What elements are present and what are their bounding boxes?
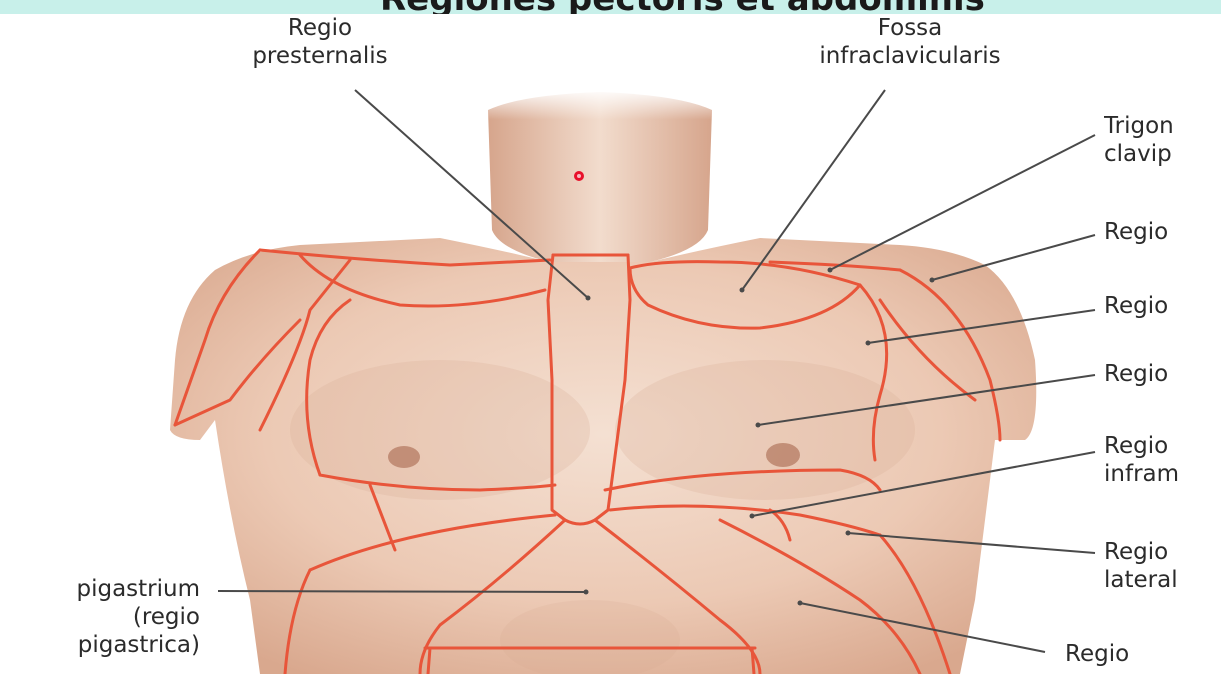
right-nipple	[766, 443, 800, 467]
label-regio-inframammaria: Regio infram	[1104, 432, 1221, 488]
label-line: Regio	[1065, 640, 1221, 668]
label-regio-lateralis: Regio lateral	[1104, 538, 1221, 594]
label-line: pigastrica)	[0, 631, 200, 659]
label-line: Trigon	[1104, 112, 1221, 140]
label-epigastrium: pigastrium (regio pigastrica)	[0, 575, 200, 659]
label-regio-pectoralis: Regio	[1104, 360, 1221, 388]
label-line: Regio	[1104, 538, 1221, 566]
label-regio-hypochondriaca: Regio	[1065, 640, 1221, 668]
label-regio-axillaris: Regio	[1104, 292, 1221, 320]
label-line: Regio	[1104, 360, 1221, 388]
label-line: Regio	[1104, 432, 1221, 460]
label-line: infram	[1104, 460, 1221, 488]
label-line: infraclavicularis	[760, 42, 1060, 70]
label-line: pigastrium	[0, 575, 200, 603]
label-line: Regio	[210, 14, 430, 42]
label-line: lateral	[1104, 566, 1221, 594]
label-line: presternalis	[210, 42, 430, 70]
left-nipple	[388, 446, 420, 468]
label-line: Regio	[1104, 218, 1221, 246]
label-line: (regio	[0, 603, 200, 631]
label-regio-presternalis: Regio presternalis	[210, 14, 430, 70]
label-line: Fossa	[760, 14, 1060, 42]
label-line: clavip	[1104, 140, 1221, 168]
label-regio-deltoidea: Regio	[1104, 218, 1221, 246]
label-fossa-infraclavicularis: Fossa infraclavicularis	[760, 14, 1060, 70]
label-trigonum-clavipectorale: Trigon clavip	[1104, 112, 1221, 168]
label-line: Regio	[1104, 292, 1221, 320]
